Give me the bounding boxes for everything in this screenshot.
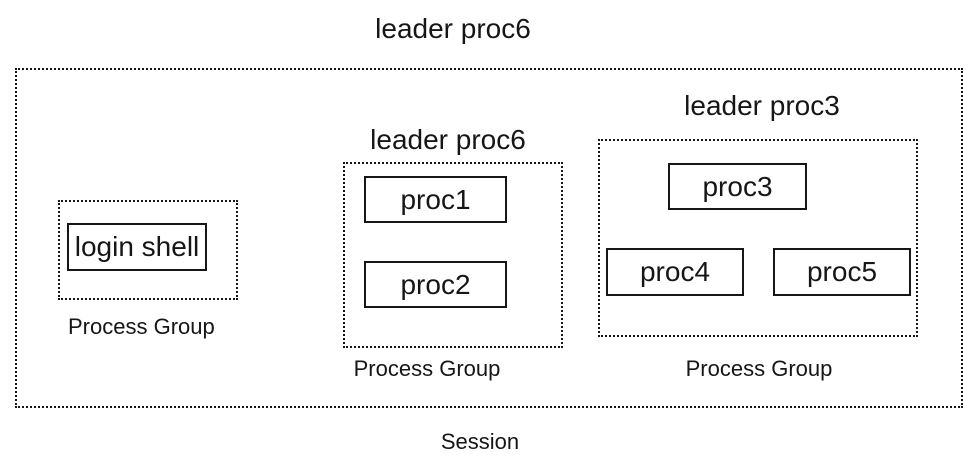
group-leader-title-2: leader proc6: [370, 124, 526, 155]
process-box-proc5: proc5: [773, 248, 911, 296]
process-group-label-2: Process Group: [353, 356, 501, 381]
session-label: Session: [440, 429, 520, 454]
group-leader-title-3: leader proc3: [684, 90, 840, 121]
process-label-proc3: proc3: [702, 170, 773, 202]
process-group-box-3: [598, 139, 918, 337]
session-box: [15, 68, 963, 408]
process-box-proc4: proc4: [606, 248, 744, 296]
process-label-proc5: proc5: [806, 256, 878, 287]
process-group-box-1: [58, 200, 238, 300]
process-box-login-shell: login shell: [67, 223, 207, 271]
process-group-label-3: Process Group: [685, 356, 833, 381]
process-label-proc2: proc2: [400, 268, 471, 300]
process-box-proc1: proc1: [364, 176, 507, 223]
process-box-proc3: proc3: [668, 163, 807, 210]
session-leader-title: leader proc6: [375, 13, 531, 44]
process-label-login-shell: login shell: [74, 231, 200, 262]
process-label-proc4: proc4: [639, 256, 711, 287]
process-box-proc2: proc2: [364, 261, 507, 308]
process-group-box-2: [343, 162, 563, 348]
process-label-proc1: proc1: [400, 183, 471, 215]
process-group-label-1: Process Group: [68, 314, 215, 339]
